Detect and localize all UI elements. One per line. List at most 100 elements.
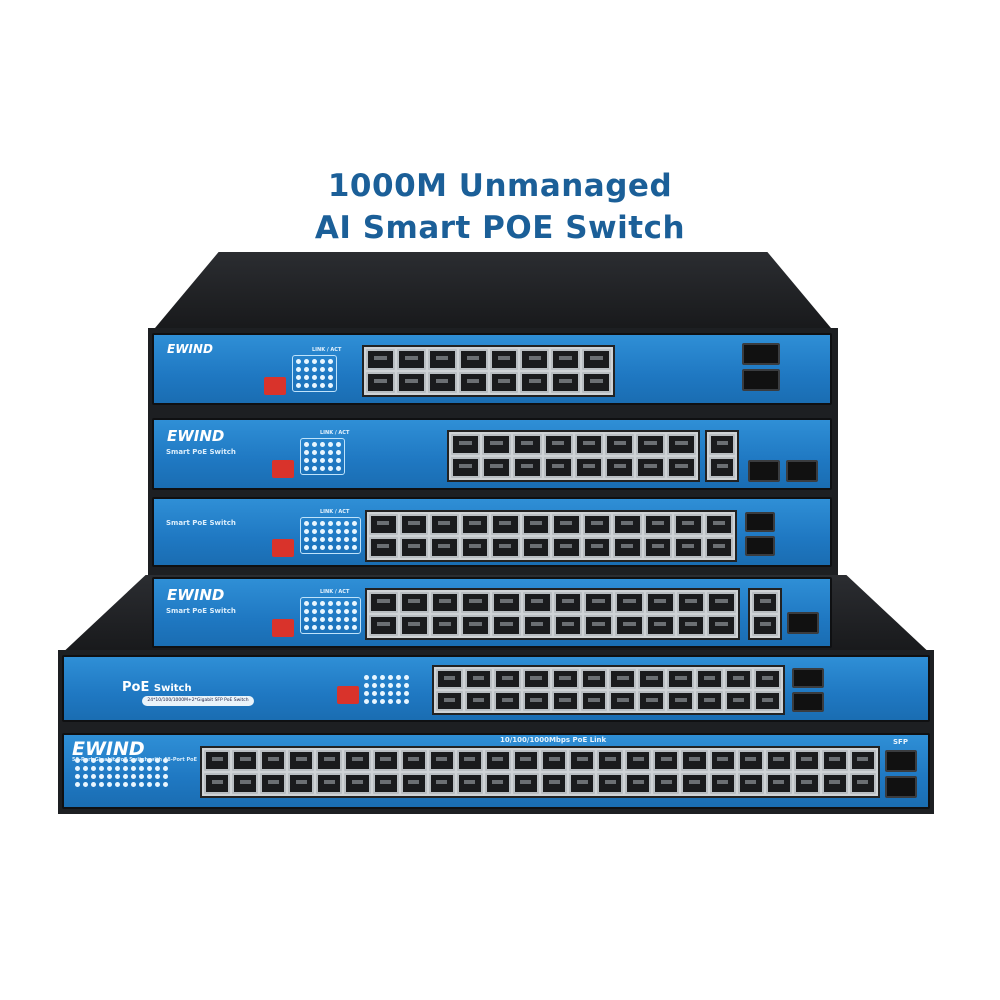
led-indicator bbox=[328, 466, 333, 471]
led-indicator bbox=[312, 466, 317, 471]
led-indicator bbox=[155, 782, 160, 787]
led-indicator bbox=[312, 545, 317, 550]
rj45-port bbox=[430, 615, 460, 636]
rj45-port bbox=[400, 750, 427, 771]
rj45-port bbox=[316, 773, 343, 794]
rj45-port bbox=[522, 615, 552, 636]
rj45-port bbox=[704, 537, 733, 558]
rj45-port bbox=[707, 615, 736, 636]
led-indicator bbox=[163, 758, 168, 763]
rj45-port bbox=[491, 514, 520, 535]
led-indicator bbox=[388, 675, 393, 680]
rj45-port bbox=[625, 773, 652, 794]
led-indicator bbox=[320, 625, 325, 630]
sfp-slot bbox=[885, 776, 917, 798]
rj45-port-block bbox=[362, 345, 615, 397]
rj45-port bbox=[737, 750, 764, 771]
title-line-2: AI Smart POE Switch bbox=[314, 210, 686, 246]
led-indicator bbox=[304, 625, 309, 630]
rj45-port bbox=[451, 434, 480, 455]
led-indicator bbox=[328, 442, 333, 447]
led-indicator bbox=[115, 774, 120, 779]
rj45-port bbox=[613, 537, 642, 558]
rj45-port bbox=[605, 434, 635, 455]
rj45-port bbox=[725, 691, 753, 711]
led-indicator bbox=[131, 758, 136, 763]
led-indicator bbox=[115, 782, 120, 787]
led-indicator bbox=[336, 450, 341, 455]
led-indicator-grid bbox=[292, 355, 337, 392]
rj45-port bbox=[709, 750, 736, 771]
led-indicator bbox=[388, 683, 393, 688]
rj45-port bbox=[366, 372, 395, 393]
led-indicator bbox=[404, 675, 409, 680]
rj45-port bbox=[793, 773, 820, 794]
rj45-port bbox=[551, 372, 581, 393]
led-indicator-grid bbox=[300, 597, 361, 634]
led-indicator bbox=[336, 458, 341, 463]
rj45-port bbox=[653, 750, 680, 771]
rj45-port bbox=[484, 750, 511, 771]
rj45-port bbox=[676, 615, 706, 636]
rj45-port bbox=[369, 592, 398, 613]
rj45-port bbox=[399, 615, 429, 636]
chassis-top-1 bbox=[150, 252, 836, 334]
led-indicator bbox=[396, 691, 401, 696]
rj45-port bbox=[609, 669, 637, 689]
led-indicator bbox=[336, 617, 341, 622]
led-indicator bbox=[364, 699, 369, 704]
dip-switch bbox=[272, 460, 294, 478]
rj45-port bbox=[522, 592, 552, 613]
led-indicator bbox=[107, 758, 112, 763]
rj45-port bbox=[653, 773, 680, 794]
rj45-port bbox=[582, 349, 611, 370]
led-indicator bbox=[320, 383, 325, 388]
led-indicator bbox=[75, 774, 80, 779]
rj45-port bbox=[460, 514, 489, 535]
led-indicator bbox=[352, 529, 357, 534]
rj45-port bbox=[821, 750, 848, 771]
rj45-port bbox=[430, 592, 460, 613]
rj45-port bbox=[372, 750, 399, 771]
led-indicator bbox=[312, 601, 317, 606]
rj45-port bbox=[366, 349, 395, 370]
led-indicator bbox=[139, 758, 144, 763]
led-indicator bbox=[123, 766, 128, 771]
uplink-rj45-block bbox=[748, 588, 782, 640]
led-group-label: LINK / ACT bbox=[320, 589, 350, 595]
rj45-port bbox=[543, 457, 573, 478]
rj45-port bbox=[369, 615, 398, 636]
rj45-port bbox=[344, 773, 371, 794]
led-indicator bbox=[320, 466, 325, 471]
rj45-port bbox=[676, 592, 706, 613]
rj45-port-block bbox=[200, 746, 880, 798]
sfp-slot bbox=[742, 343, 780, 365]
rj45-port bbox=[625, 750, 652, 771]
led-indicator bbox=[75, 758, 80, 763]
rj45-port bbox=[580, 691, 608, 711]
rj45-port bbox=[522, 691, 550, 711]
rj45-port bbox=[512, 457, 542, 478]
rj45-port bbox=[232, 773, 259, 794]
led-group-label: LINK / ACT bbox=[312, 347, 342, 353]
rj45-port bbox=[707, 592, 736, 613]
rj45-port bbox=[725, 669, 753, 689]
led-indicator bbox=[83, 774, 88, 779]
led-indicator bbox=[107, 782, 112, 787]
rj45-port bbox=[464, 669, 492, 689]
led-indicator bbox=[328, 359, 333, 364]
rj45-port bbox=[793, 750, 820, 771]
rj45-port bbox=[260, 750, 287, 771]
led-indicator bbox=[163, 766, 168, 771]
sfp-slot bbox=[792, 668, 824, 688]
model-subtitle: Smart PoE Switch bbox=[166, 607, 236, 615]
led-indicator bbox=[304, 529, 309, 534]
led-indicator bbox=[328, 609, 333, 614]
title-line-1: 1000M Unmanaged bbox=[327, 168, 673, 204]
led-indicator bbox=[163, 782, 168, 787]
rj45-port bbox=[704, 514, 733, 535]
led-indicator bbox=[312, 537, 317, 542]
rj45-port bbox=[543, 434, 573, 455]
rj45-port bbox=[737, 773, 764, 794]
rj45-port bbox=[574, 434, 604, 455]
